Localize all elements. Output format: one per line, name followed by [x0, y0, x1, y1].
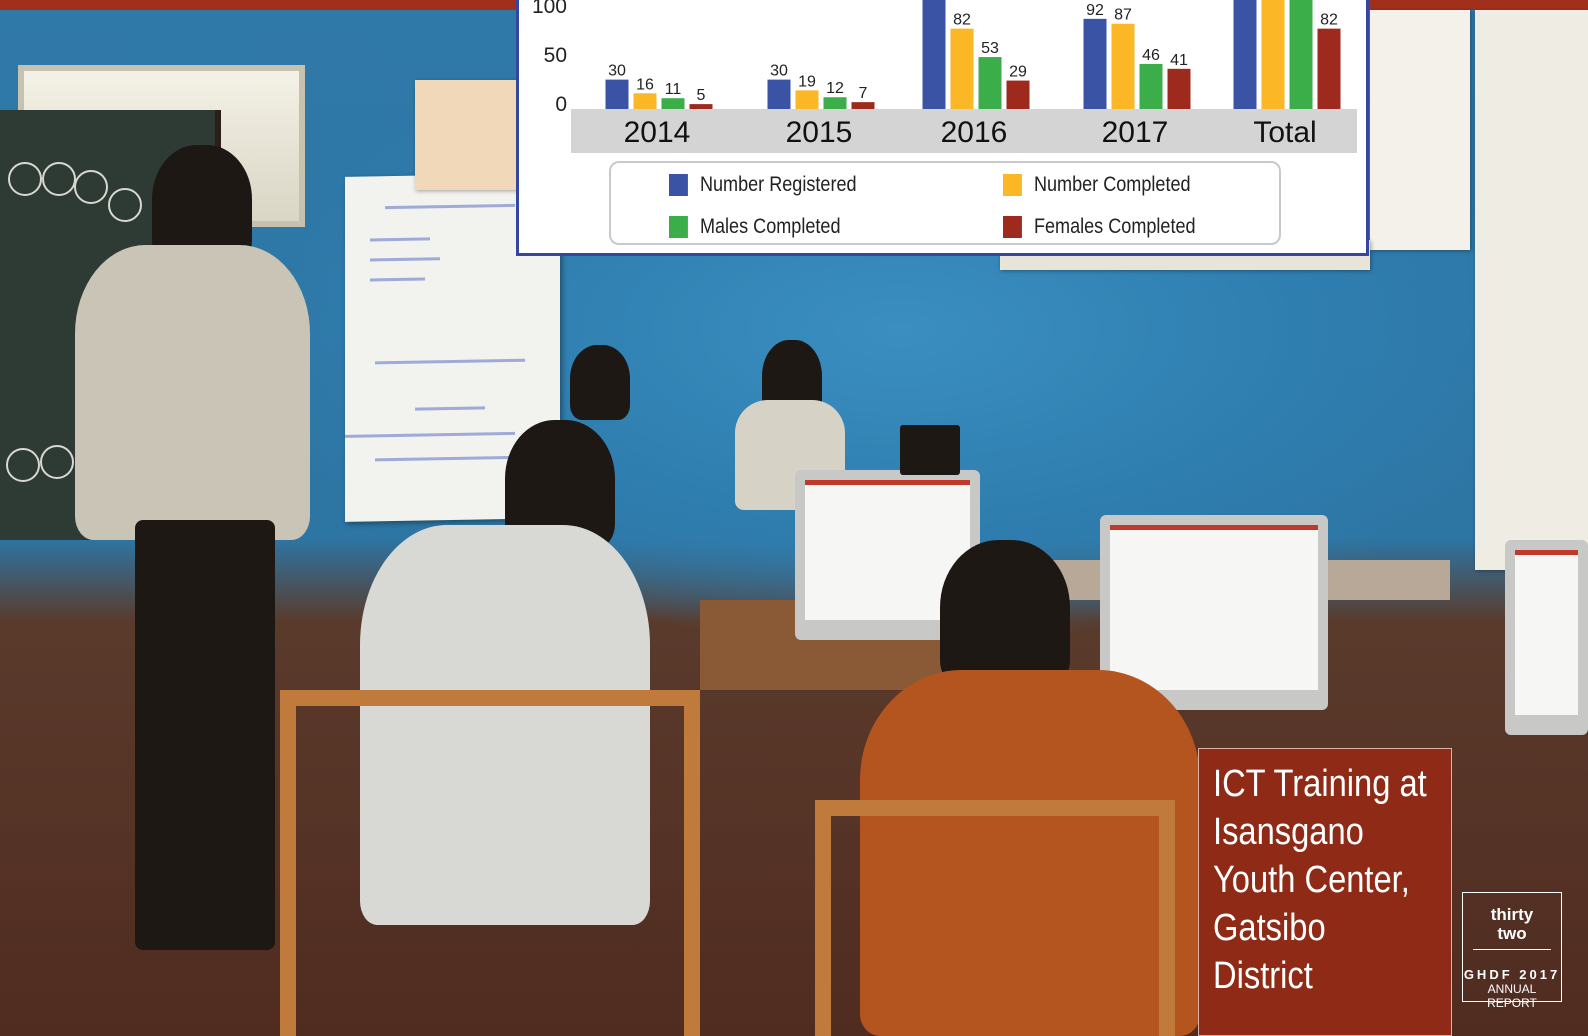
bar-value-label: 41: [1170, 52, 1188, 69]
badge-divider: [1473, 949, 1551, 950]
legend-label: Number Completed: [1033, 173, 1191, 196]
bar-value-label: 82: [953, 12, 971, 29]
bar: [633, 93, 657, 109]
bar-value-label: 19: [798, 73, 816, 90]
photo-teacher-legs: [135, 520, 275, 950]
bar: [823, 97, 847, 109]
chart-panel: 0 50 100 30 16 11 5 2014 30 19 12 7 2015 82 53 29 2016 92…: [516, 0, 1369, 256]
bar-value-label: 87: [1114, 7, 1132, 24]
page-number-badge: thirty two GHDF 2017 ANNUAL REPORT: [1462, 892, 1562, 1010]
bar-value-label: 29: [1009, 64, 1027, 81]
bar: [1139, 63, 1163, 109]
legend-label: Males Completed: [699, 215, 841, 238]
bar-value-label: 11: [665, 81, 682, 98]
bar: [851, 102, 875, 109]
page-number-line-1: thirty: [1490, 905, 1534, 924]
photo-student-front-2-shirt: [860, 670, 1200, 1036]
category-band: [571, 109, 1357, 153]
caption-line: Isansgano: [1213, 811, 1364, 853]
bar: [689, 104, 713, 109]
photo-laptop: [900, 425, 960, 475]
legend-swatch: [669, 216, 688, 238]
legend-label: Number Registered: [699, 173, 857, 196]
bar: [795, 90, 819, 109]
bar-chart: 0 50 100 30 16 11 5 2014 30 19 12 7 2015 82 53 29 2016 92…: [532, 0, 1357, 153]
caption-line: ICT Training at: [1213, 763, 1427, 805]
legend-item-females-completed: Females Completed: [1003, 215, 1196, 239]
bar: [950, 28, 974, 109]
photo-caption: ICT Training at Isansgano Youth Center, …: [1198, 748, 1452, 1036]
x-category-label: 2014: [624, 116, 691, 149]
bar: [1289, 0, 1313, 109]
photo-monitor-3: [1505, 540, 1588, 735]
photo-poster-right: [1370, 10, 1470, 250]
bar-value-label: 82: [1320, 12, 1338, 29]
bar: [767, 79, 791, 109]
bar: [978, 57, 1002, 109]
bar: [1167, 68, 1191, 109]
bar-value-label: 30: [608, 63, 626, 80]
x-category-label: 2016: [941, 116, 1008, 149]
photo-poster-center: [415, 80, 525, 190]
report-org: GHDF 2017: [1463, 967, 1561, 982]
photo-chair-2: [815, 800, 1175, 1036]
photo-poster-far-right: [1475, 10, 1588, 570]
bar-value-label: 92: [1086, 2, 1104, 19]
bar: [1006, 80, 1030, 109]
caption-line: District: [1213, 955, 1313, 997]
photo-student-front-1-shirt: [360, 525, 650, 925]
caption-line: Gatsibo: [1213, 907, 1326, 949]
photo-teacher-shirt: [75, 245, 310, 540]
legend-label: Females Completed: [1033, 215, 1196, 238]
legend-swatch: [669, 174, 688, 196]
legend-item-males-completed: Males Completed: [669, 215, 840, 239]
y-tick-label: 100: [532, 0, 567, 18]
report-subtitle: ANNUAL REPORT: [1487, 982, 1537, 1010]
caption-line: Youth Center,: [1213, 859, 1410, 901]
bar: [1111, 23, 1135, 110]
legend-item-number-completed: Number Completed: [1003, 173, 1191, 197]
bar: [661, 98, 685, 109]
bar-value-label: 16: [636, 76, 654, 93]
bar-value-label: 5: [697, 87, 706, 104]
legend-swatch: [1003, 174, 1022, 196]
page-number-line-2: two: [1497, 924, 1527, 943]
bar-value-label: 7: [859, 85, 868, 102]
bar: [1317, 28, 1341, 109]
bar: [1083, 18, 1107, 110]
y-tick-label: 50: [544, 44, 567, 67]
bar-value-label: 53: [981, 40, 999, 57]
bar: [922, 0, 946, 110]
photo-monitor-2: [1100, 515, 1328, 710]
chart-legend: Number Registered Number Completed Males…: [609, 161, 1281, 245]
x-category-label: 2015: [786, 116, 853, 149]
photo-student-back-1: [570, 345, 630, 420]
photo-chair-1: [280, 690, 700, 1036]
photo-student-front-2-head: [940, 540, 1070, 690]
bar-value-label: 30: [770, 63, 788, 80]
bar: [1261, 0, 1285, 109]
legend-swatch: [1003, 216, 1022, 238]
bar-value-label: 46: [1142, 47, 1160, 64]
y-tick-label: 0: [555, 93, 567, 116]
bar: [1233, 0, 1257, 110]
legend-item-number-registered: Number Registered: [669, 173, 857, 197]
x-category-label: 2017: [1102, 116, 1169, 149]
bar: [605, 79, 629, 109]
x-category-label: Total: [1253, 116, 1316, 149]
bar-value-label: 12: [826, 80, 844, 97]
